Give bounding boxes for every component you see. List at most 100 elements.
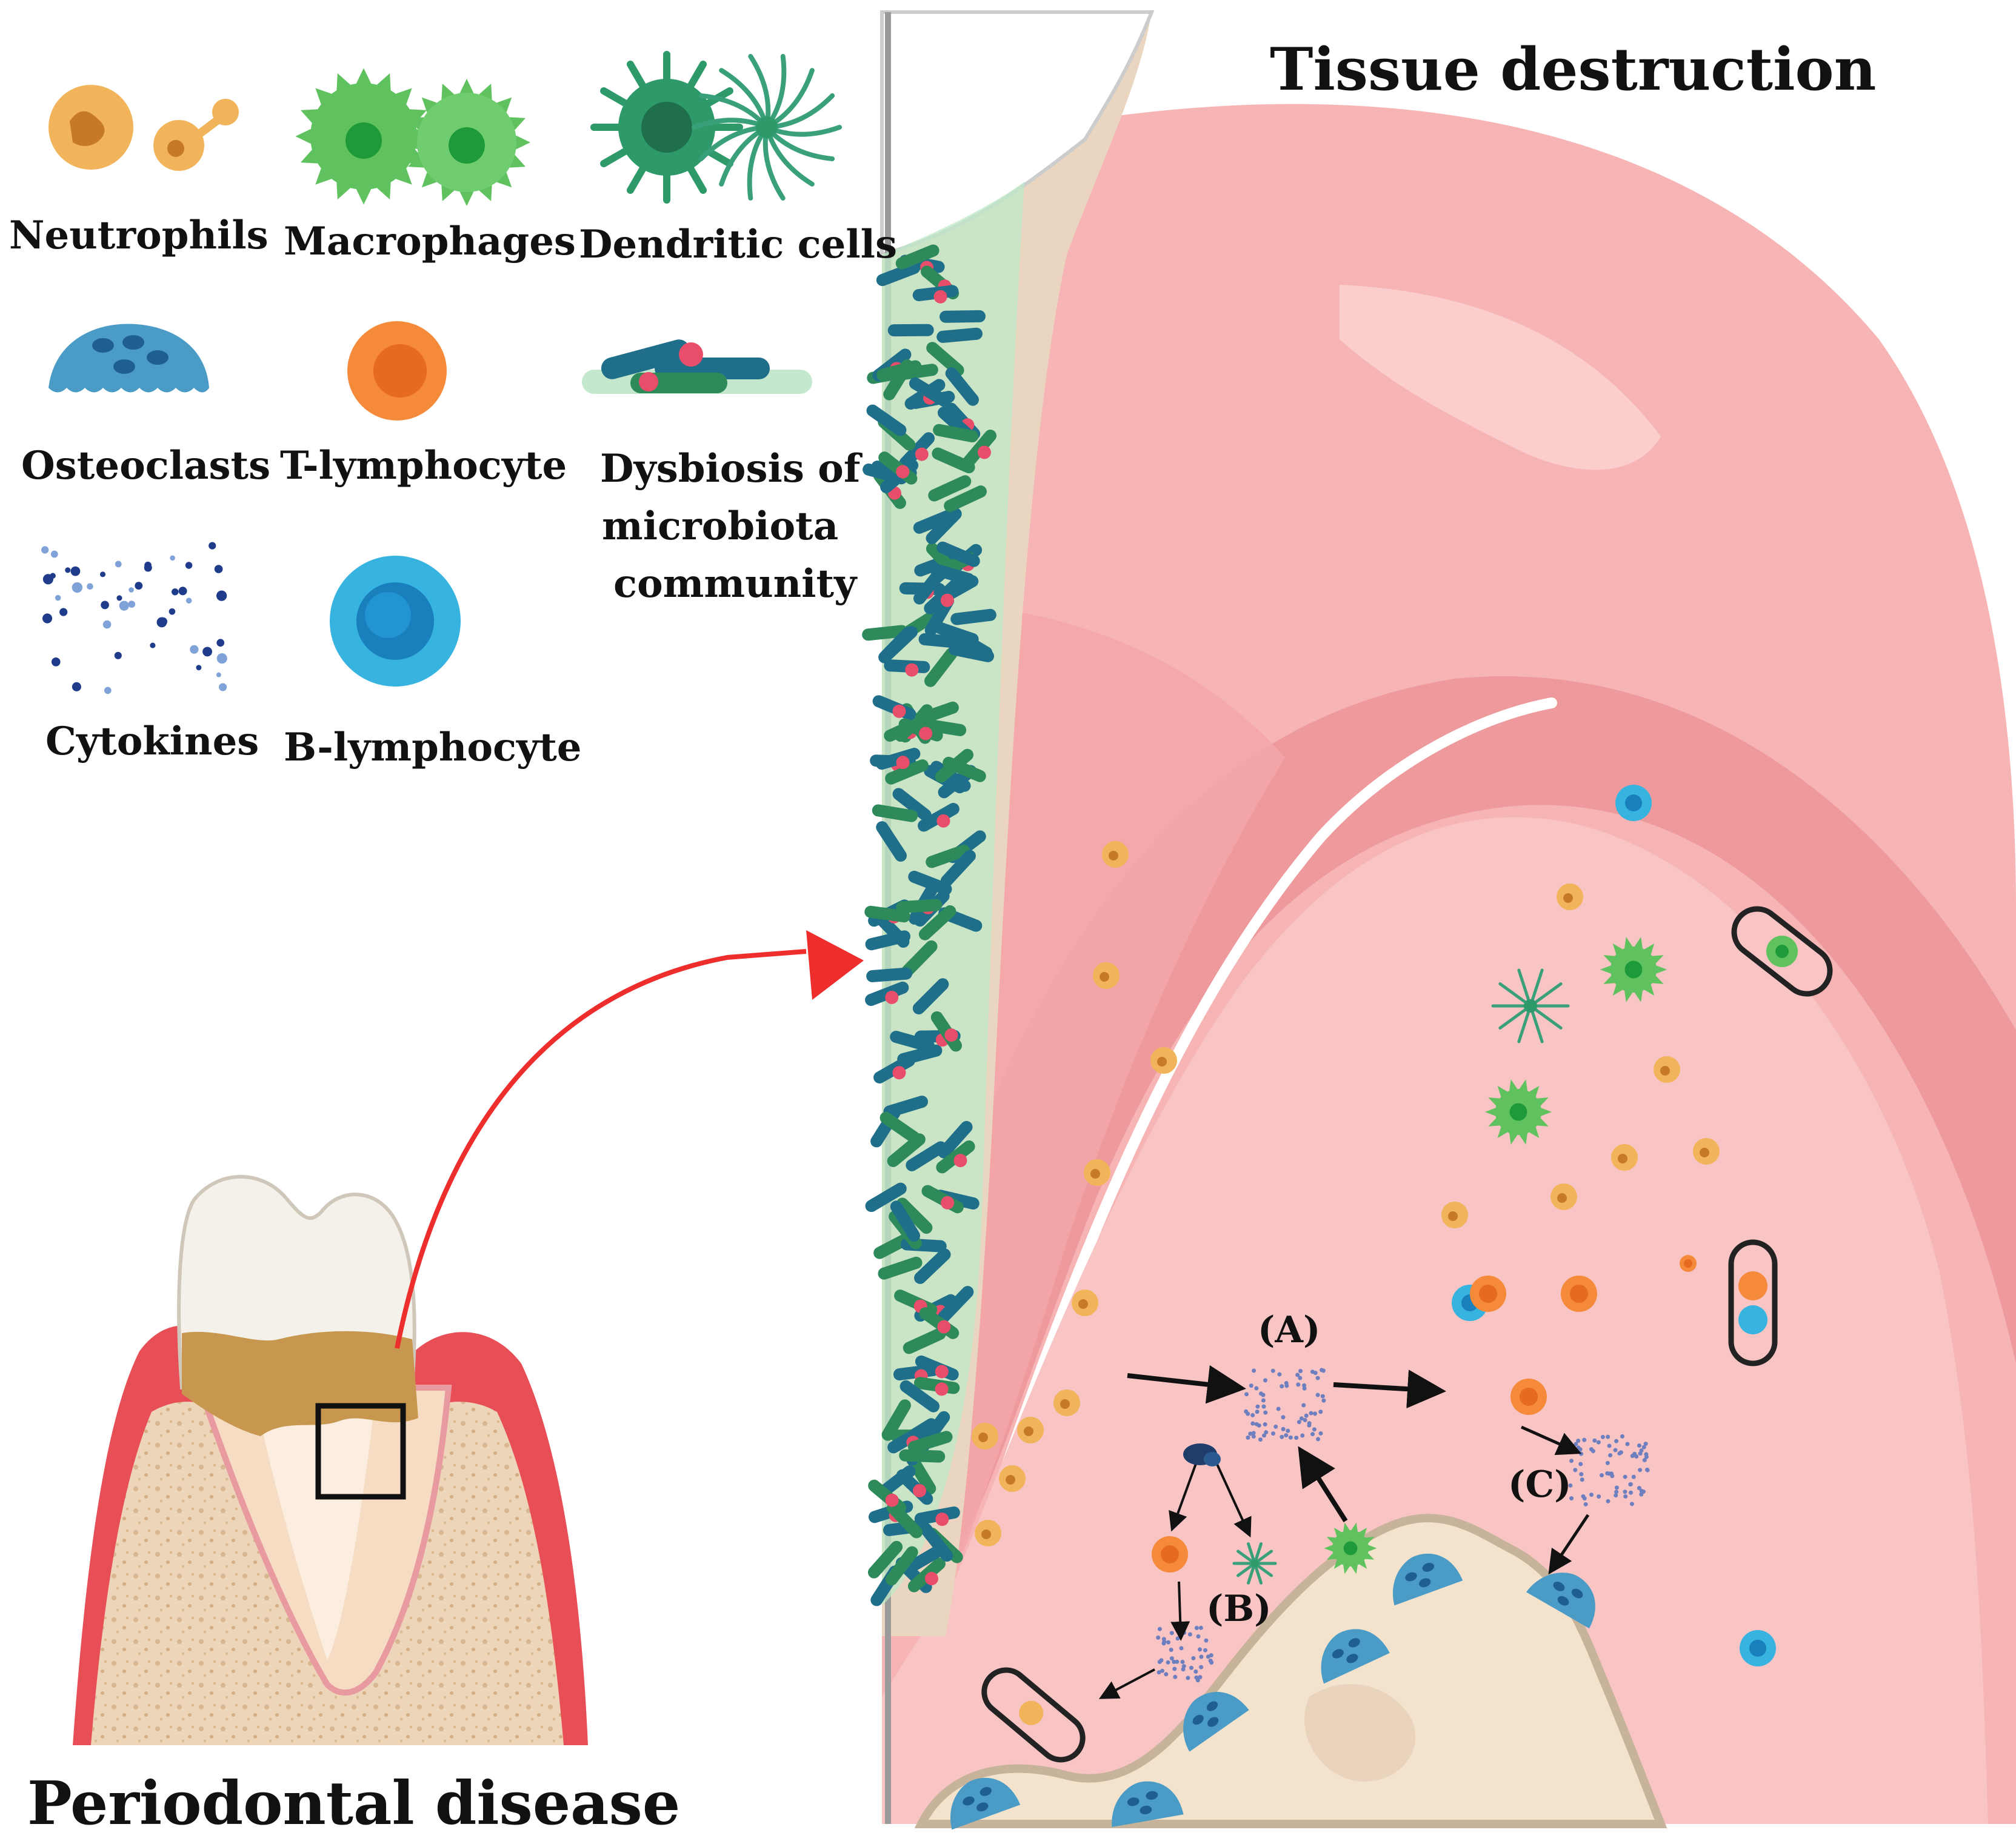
cytokine-dot	[65, 567, 71, 573]
cytokine-dot	[1288, 1435, 1293, 1440]
dendritic-core	[756, 116, 778, 138]
calculus	[182, 1331, 418, 1436]
macrophage-spike	[459, 191, 474, 206]
cytokine-dot	[128, 601, 136, 608]
caption-periodontal-disease: Periodontal disease	[27, 1769, 680, 1839]
cytokine-dot	[190, 645, 199, 654]
legend: Neutrophils Macrophages Dendritic cells …	[9, 51, 897, 770]
cytokine-dot	[1309, 1411, 1313, 1416]
cytokine-dot	[1589, 1493, 1594, 1497]
legend-neutrophils: Neutrophils	[9, 213, 269, 258]
cell-protrusion	[1333, 1560, 1342, 1569]
osteoclast-nucleus	[980, 1787, 992, 1796]
bacterium-rod	[936, 327, 983, 343]
arrow-t-to-b	[1170, 1581, 1190, 1641]
cell-protrusion	[1529, 1085, 1540, 1097]
dendritic-icon	[590, 51, 842, 204]
bacterium-rod	[901, 940, 938, 977]
bacterium-rod	[907, 1431, 953, 1453]
macrophage-spike	[295, 128, 311, 144]
tooth-illustration	[73, 1174, 588, 1745]
cytokine-dot	[70, 566, 81, 576]
cytokine-dot	[1321, 1398, 1326, 1403]
bacterium-rod	[945, 367, 979, 406]
osteoclast-cell	[1393, 1553, 1463, 1606]
cytokine-dot	[1614, 1485, 1619, 1490]
b-lymphocyte-nucleus	[1749, 1640, 1766, 1657]
cell-protrusion	[1343, 1565, 1350, 1574]
cytokine-dot	[1172, 1666, 1177, 1671]
cytokine-dot	[1193, 1669, 1198, 1674]
bacterium-rod	[887, 324, 934, 337]
legend-dysbiosis-line2: microbiota	[602, 504, 838, 549]
bacterium-coccus	[905, 663, 919, 677]
cytokine-dot	[1179, 1646, 1184, 1651]
cytokine-dot	[1599, 1473, 1604, 1478]
cytokine-dot	[1301, 1403, 1306, 1408]
macrophage-cell	[1484, 1079, 1552, 1145]
macrophage-spike	[336, 73, 350, 91]
cell-protrusion	[1497, 1085, 1508, 1097]
tissue-cross-section	[862, 10, 2016, 1830]
bacterium-coccus	[935, 1513, 949, 1526]
arrow-to-c	[1520, 1425, 1582, 1456]
cytokine-dot	[1578, 1462, 1583, 1466]
osteoclast-cell	[1112, 1781, 1184, 1828]
macrophage-spike	[300, 150, 318, 164]
osteoclast-nucleus	[1127, 1797, 1140, 1806]
bacterium-rod	[928, 475, 972, 502]
osteoclast-nucleus	[1422, 1563, 1435, 1572]
bacterium-coccus	[885, 1493, 899, 1507]
cytokine-dot	[1175, 1659, 1180, 1664]
cytokine-dot	[1263, 1410, 1268, 1415]
immune-cell-scatter	[972, 785, 1776, 1683]
cytokine-dot	[1254, 1386, 1259, 1391]
bacterium-rod	[950, 608, 996, 625]
cytokine-dot	[1637, 1486, 1641, 1491]
cytokine-dot	[1614, 1493, 1618, 1498]
bacterium-rod	[878, 1256, 923, 1280]
cytokine-dot	[1629, 1502, 1634, 1506]
gingiva-band	[958, 676, 2016, 1551]
cytokine-dot	[1638, 1451, 1643, 1456]
neutrophil-nucleus	[1448, 1211, 1458, 1221]
osteoclast-nucleus	[1418, 1578, 1431, 1588]
cell-protrusion	[1497, 1127, 1508, 1139]
cytokine-dot	[1251, 1431, 1256, 1436]
cytokine-dot	[1623, 1489, 1627, 1494]
dendrite	[600, 87, 632, 108]
cytokine-dot	[1582, 1496, 1587, 1501]
bacterium-coccus	[940, 593, 954, 607]
bacterium-coccus	[953, 1154, 967, 1168]
cytokine-dot	[1157, 1626, 1162, 1631]
bacterium-coccus	[913, 1484, 927, 1498]
legend-osteoclasts: Osteoclasts	[21, 443, 270, 488]
osteoclast-nucleus	[1346, 1654, 1358, 1663]
cell-protrusion	[1612, 943, 1623, 955]
cytokine-dot	[1161, 1641, 1166, 1646]
cytokine-dot	[1642, 1458, 1647, 1463]
bacterium-rod	[904, 1544, 946, 1574]
bacterium-rod	[883, 359, 913, 401]
bacterium-rod	[900, 1380, 940, 1413]
bacterium-coccus	[896, 465, 910, 479]
cytokine-dot	[1583, 1502, 1588, 1506]
osteoclast-nucleus	[1192, 1714, 1204, 1725]
neutrophil-nucleus	[1078, 1299, 1088, 1309]
gingiva-highlight	[1340, 285, 1661, 470]
pathway-label-c: (C)	[1508, 1463, 1572, 1506]
cytokine-dot	[72, 582, 83, 593]
cell-protrusion	[1634, 937, 1643, 949]
osteoclast-cell	[1183, 1692, 1249, 1752]
cytokine-dot	[1280, 1434, 1284, 1439]
macrophage-spike	[459, 79, 474, 93]
cell-protrusion	[1612, 984, 1623, 996]
osteoclast-nucleus	[1146, 1791, 1158, 1800]
bacterium-coccus	[892, 704, 906, 718]
cytokine-dot	[116, 595, 122, 601]
macrophage-cell	[1324, 1522, 1377, 1574]
zoom-arrow	[395, 949, 807, 1349]
bacterium-coccus	[896, 756, 910, 770]
cytokine-dot	[1645, 1468, 1650, 1473]
cytokine-dot	[1248, 1431, 1253, 1436]
